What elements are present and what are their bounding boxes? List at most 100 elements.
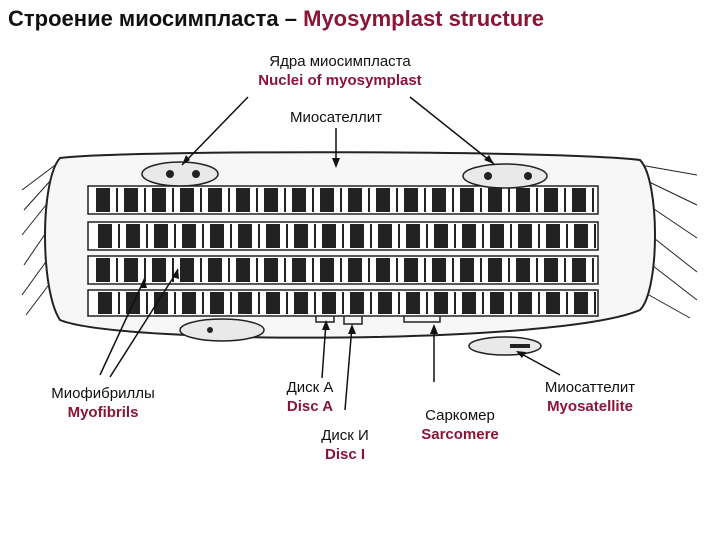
z-line xyxy=(508,258,510,282)
z-line xyxy=(480,188,482,212)
disc-a-band xyxy=(406,292,420,314)
disc-a-band xyxy=(518,292,532,314)
disc-a-band xyxy=(490,224,504,248)
disc-a-band xyxy=(208,188,222,212)
z-line xyxy=(256,188,258,212)
z-line xyxy=(314,292,316,314)
disc-a-band xyxy=(462,292,476,314)
z-line xyxy=(228,188,230,212)
z-line xyxy=(368,188,370,212)
z-line xyxy=(340,188,342,212)
z-line xyxy=(342,224,344,248)
disc-a-band xyxy=(348,258,362,282)
z-line xyxy=(146,224,148,248)
disc-a-band xyxy=(350,292,364,314)
miosatellite-top-label: Миосателлит xyxy=(289,109,383,126)
z-line xyxy=(146,292,148,314)
z-line xyxy=(370,292,372,314)
z-line xyxy=(482,224,484,248)
z-line xyxy=(312,258,314,282)
disc-a-band xyxy=(376,188,390,212)
disc-a-band xyxy=(98,292,112,314)
disc-a-band xyxy=(96,258,110,282)
disc-a-label: Диск А Disc A xyxy=(286,379,334,415)
disc-i-label: Диск И Disc I xyxy=(321,427,369,463)
z-line xyxy=(480,258,482,282)
z-line xyxy=(202,224,204,248)
z-line xyxy=(536,188,538,212)
disc-a-band xyxy=(378,224,392,248)
disc-a-band xyxy=(96,188,110,212)
disc-a-band xyxy=(180,188,194,212)
disc-a-band xyxy=(152,258,166,282)
disc-a-band xyxy=(152,188,166,212)
page-title: Строение миосимпласта – Myosymplast stru… xyxy=(8,6,718,32)
z-line xyxy=(200,188,202,212)
disc-a-band xyxy=(572,258,586,282)
disc-a-band xyxy=(264,188,278,212)
z-line xyxy=(230,224,232,248)
disc-a-band xyxy=(546,292,560,314)
z-line xyxy=(202,292,204,314)
disc-a-band xyxy=(432,258,446,282)
disc-a-band xyxy=(376,258,390,282)
sarcomere-label: Саркомер Sarcomere xyxy=(421,407,499,443)
nuclei-group xyxy=(141,161,548,342)
z-line xyxy=(314,224,316,248)
z-line xyxy=(424,258,426,282)
disc-a-band xyxy=(210,292,224,314)
nucleus-top-left xyxy=(141,161,219,187)
z-line xyxy=(566,224,568,248)
z-line xyxy=(256,258,258,282)
z-line xyxy=(564,258,566,282)
z-line xyxy=(144,258,146,282)
z-line xyxy=(284,188,286,212)
disc-a-band xyxy=(574,224,588,248)
title-en: Myosymplast structure xyxy=(303,6,544,31)
z-line xyxy=(594,224,596,248)
arrow-heads xyxy=(140,155,526,358)
nuclei-label: Ядра миосимпласта Nuclei of myosymplast xyxy=(258,53,422,89)
disc-a-band xyxy=(238,224,252,248)
disc-a-band xyxy=(294,292,308,314)
z-line xyxy=(510,224,512,248)
disc-a-band xyxy=(236,188,250,212)
z-line xyxy=(398,292,400,314)
nucleus-top-right xyxy=(462,163,548,189)
disc-a-band xyxy=(322,292,336,314)
z-line xyxy=(536,258,538,282)
myofibrils-label: Миофибриллы Myofibrils xyxy=(51,385,155,421)
z-line xyxy=(396,258,398,282)
disc-a-band xyxy=(516,258,530,282)
disc-a-band xyxy=(208,258,222,282)
disc-a-band xyxy=(544,258,558,282)
z-line xyxy=(286,224,288,248)
z-line xyxy=(592,258,594,282)
z-line xyxy=(118,292,120,314)
disc-a-band xyxy=(432,188,446,212)
disc-brackets xyxy=(315,316,441,325)
z-line xyxy=(424,188,426,212)
disc-a-band xyxy=(124,258,138,282)
disc-a-band xyxy=(236,258,250,282)
z-line xyxy=(452,258,454,282)
z-line xyxy=(116,188,118,212)
disc-a-band xyxy=(574,292,588,314)
disc-a-band xyxy=(434,224,448,248)
z-line xyxy=(258,292,260,314)
disc-a-band xyxy=(348,188,362,212)
z-line xyxy=(594,292,596,314)
disc-a-band xyxy=(292,188,306,212)
disc-a-band xyxy=(124,188,138,212)
disc-a-band xyxy=(518,224,532,248)
z-line xyxy=(564,188,566,212)
disc-a-band xyxy=(294,224,308,248)
z-line xyxy=(174,224,176,248)
disc-a-band xyxy=(462,224,476,248)
z-line xyxy=(144,188,146,212)
z-line xyxy=(538,292,540,314)
z-line xyxy=(454,292,456,314)
disc-a-band xyxy=(544,188,558,212)
z-line xyxy=(370,224,372,248)
z-line xyxy=(286,292,288,314)
